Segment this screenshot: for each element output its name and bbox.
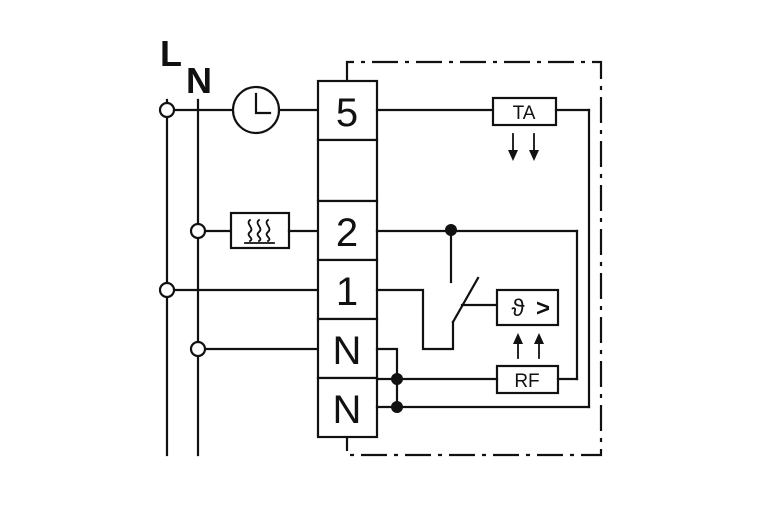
junction-n-lower	[391, 401, 403, 413]
open-terminal-n-heater	[189, 222, 207, 240]
rf-arrows-icon	[513, 333, 544, 359]
clock-hands-icon	[254, 92, 272, 115]
line-rail-label: L	[160, 33, 182, 74]
rf-label: RF	[514, 371, 539, 392]
switch-contact	[451, 276, 480, 324]
terminal-n-lower-label: N	[333, 388, 362, 432]
wire-terminal1-switch	[375, 288, 455, 351]
ta-box	[491, 96, 558, 127]
wire-n-bridge	[375, 347, 399, 409]
open-terminal-l-clock	[158, 101, 176, 119]
ta-label: TA	[513, 103, 536, 124]
terminal-block	[316, 79, 379, 439]
terminal-5-label: 5	[336, 91, 358, 135]
terminal-n-lower	[316, 376, 379, 439]
enclosure-outline	[345, 60, 603, 457]
neutral-rail-label: N	[186, 60, 212, 101]
sensor-symbol: ϑ	[511, 295, 524, 322]
terminal-blank	[316, 138, 379, 203]
ta-arrows-icon	[508, 133, 539, 161]
terminal-n-upper-label: N	[333, 329, 362, 373]
sensor-compare-symbol: >	[536, 295, 550, 322]
terminal-2-label: 2	[336, 211, 358, 255]
terminal-1-label: 1	[336, 270, 358, 314]
heater-icon	[244, 218, 275, 244]
junction-n-upper	[391, 373, 403, 385]
open-terminal-n-n	[189, 340, 207, 358]
terminal-1	[316, 258, 379, 321]
sensor-box	[495, 288, 560, 327]
open-terminal-l-1	[158, 281, 176, 299]
